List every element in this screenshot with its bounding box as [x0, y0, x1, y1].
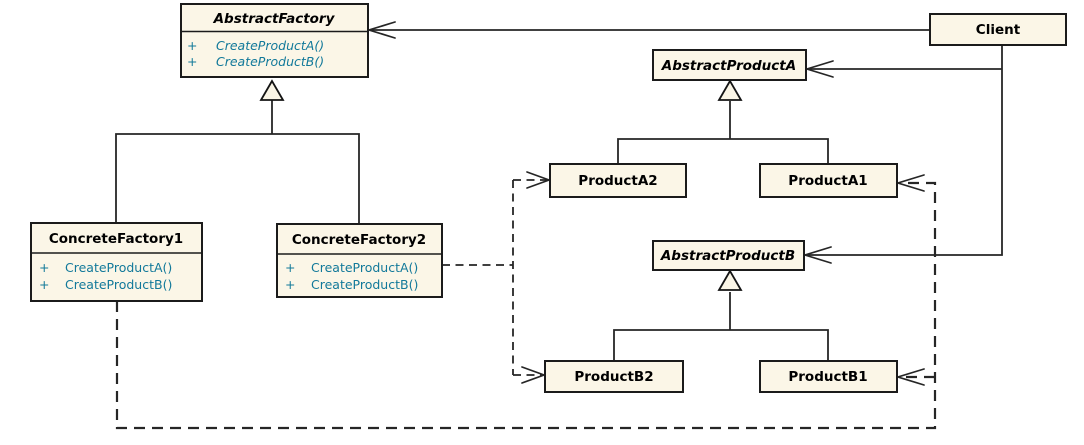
dependency-dashed-line [442, 179, 547, 376]
class-abstractfactory: AbstractFactory + CreateProductA() + Cre… [180, 3, 369, 78]
class-abstractproducta: AbstractProductA [652, 49, 807, 81]
class-title: Client [976, 22, 1021, 38]
class-title: AbstractProductB [660, 248, 795, 264]
visibility-symbol: + [187, 54, 197, 69]
association-line [805, 45, 1003, 256]
method-label: CreateProductB() [65, 277, 172, 292]
class-box [30, 222, 203, 302]
method-label: CreateProductA() [216, 38, 324, 53]
class-abstractproductb: AbstractProductB [652, 240, 805, 271]
class-box [180, 3, 369, 78]
edge-concretefactory2-dependencies [442, 171, 552, 384]
class-box [549, 163, 687, 198]
method-label: CreateProductB() [216, 54, 324, 69]
visibility-symbol: + [187, 38, 197, 53]
edge-generalization-factories [115, 79, 360, 224]
generalization-tree-line [617, 101, 829, 164]
class-title: AbstractProductA [661, 58, 796, 74]
edge-client-abstractproductb [802, 45, 1003, 264]
edge-generalization-products-a [617, 79, 829, 164]
class-productb2: ProductB2 [544, 360, 684, 393]
method-label: CreateProductB() [311, 277, 418, 292]
visibility-symbol: + [285, 260, 295, 275]
class-box [652, 240, 805, 271]
class-producta1: ProductA1 [759, 163, 898, 198]
visibility-symbol: + [39, 277, 49, 292]
class-box [759, 163, 898, 198]
class-title: ConcreteFactory2 [292, 232, 426, 248]
class-productb1: ProductB1 [759, 360, 898, 393]
hollow-triangle-arrowhead [259, 79, 285, 101]
generalization-tree-line [115, 100, 360, 224]
method-label: CreateProductA() [311, 260, 418, 275]
edge-client-abstractfactory [366, 21, 930, 39]
edge-generalization-products-b [613, 269, 829, 361]
edge-client-abstractproducta [804, 60, 1002, 78]
class-title: ProductA1 [788, 173, 867, 189]
class-title: ProductA2 [578, 173, 657, 189]
class-client: Client [929, 13, 1067, 46]
class-box [544, 360, 684, 393]
hollow-triangle-arrowhead [717, 269, 743, 291]
class-concretefactory1: ConcreteFactory1 + CreateProductA() + Cr… [30, 222, 203, 302]
class-producta2: ProductA2 [549, 163, 687, 198]
class-title: AbstractFactory [213, 11, 336, 27]
visibility-symbol: + [285, 277, 295, 292]
class-title: ConcreteFactory1 [49, 231, 183, 247]
visibility-symbol: + [39, 260, 49, 275]
class-box [759, 360, 898, 393]
class-concretefactory2: ConcreteFactory2 + CreateProductA() + Cr… [276, 223, 443, 298]
dependency-dashed-line [115, 181, 937, 430]
class-title: ProductB1 [788, 369, 867, 385]
method-label: CreateProductA() [65, 260, 172, 275]
class-box [929, 13, 1067, 46]
generalization-tree-line [613, 292, 829, 361]
class-box [276, 223, 443, 298]
class-box [652, 49, 807, 81]
hollow-triangle-arrowhead [717, 79, 743, 101]
class-title: ProductB2 [574, 369, 653, 385]
